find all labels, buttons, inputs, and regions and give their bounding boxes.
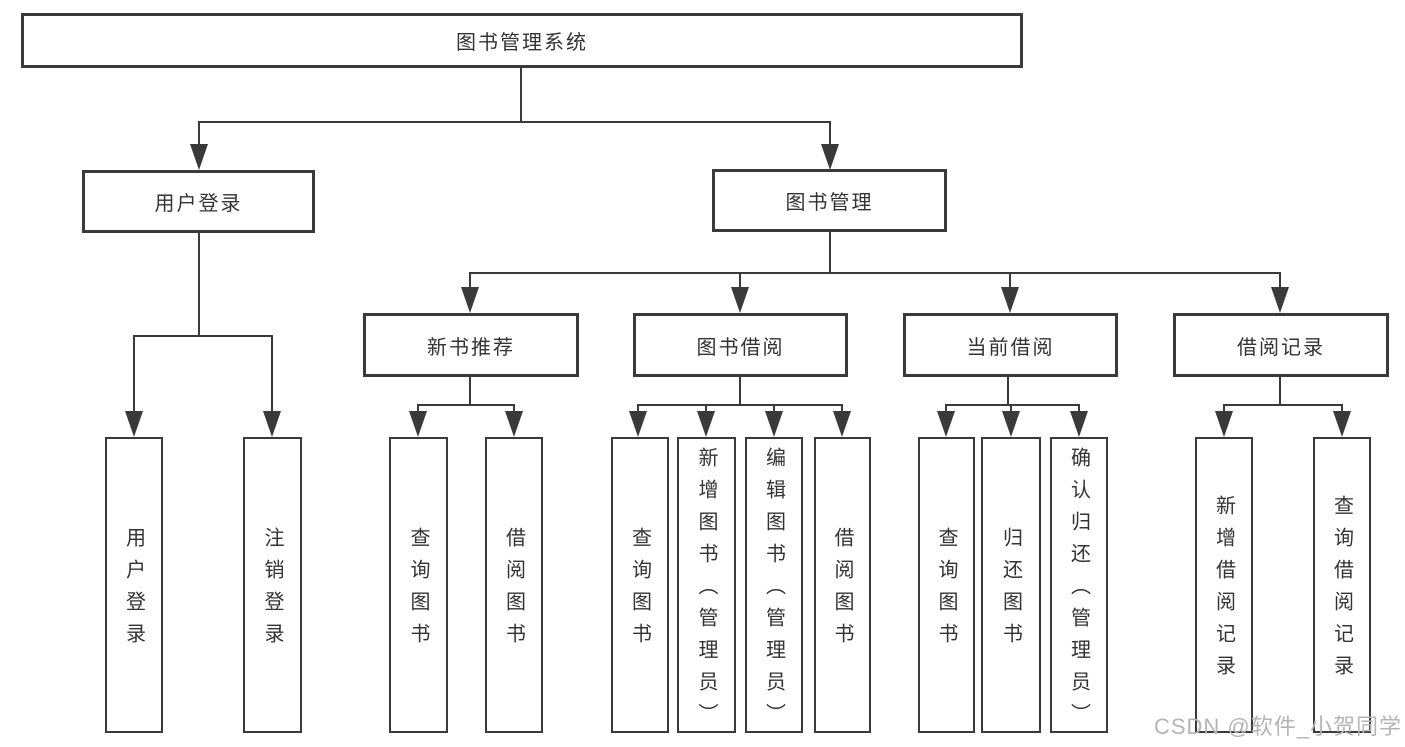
connector-drop [705,404,707,414]
connector-drop [513,404,515,414]
leaf-return-books: 归还图书 [981,437,1041,733]
arrow-down-icon [1271,287,1289,313]
arrow-down-icon [1215,411,1233,437]
leaf-label: 借阅图书 [831,527,853,655]
arrow-down-icon [1001,287,1019,313]
connector-drop [1078,404,1080,414]
leaf-logout: 注销登录 [243,437,302,733]
connector-rail [1223,404,1343,406]
leaf-label: 注销登录 [261,527,283,655]
connector-drop [637,404,639,414]
leaf-label: 确认归还（管理员） [1067,447,1090,735]
leaf-label: 归还图书 [999,527,1022,655]
connector-rail [417,404,515,406]
arrow-down-icon [833,411,851,437]
leaf-query-books-current: 查询图书 [918,437,975,733]
leaf-edit-books-admin: 编辑图书（管理员） [745,437,803,735]
connector-drop [417,404,419,414]
leaf-query-books-recommend: 查询图书 [389,437,448,733]
connector-book-mgmt-stem [829,232,831,273]
leaf-label: 新增借阅记录 [1212,495,1235,687]
connector-drop [1223,404,1225,414]
connector-drop [198,121,200,146]
node-label: 图书管理 [785,192,874,214]
connector-drop [829,121,831,146]
connector-book-mgmt-rail [469,272,1281,274]
connector-drop [945,404,947,414]
connector-stem [1007,377,1009,406]
connector-user-login-rail [133,335,273,337]
connector-root-rail [198,121,831,123]
arrow-down-icon [731,287,749,313]
arrow-down-icon [629,411,647,437]
leaf-label: 用户登录 [122,527,145,655]
connector-drop [841,404,843,414]
node-label: 图书管理系统 [456,32,588,54]
leaf-add-books-admin: 新增图书（管理员） [677,437,736,735]
arrow-down-icon [505,411,523,437]
connector-stem [469,377,471,406]
leaf-label: 查询图书 [935,527,957,655]
node-user-login: 用户登录 [82,170,315,233]
arrow-down-icon [190,144,208,170]
connector-rail [637,404,843,406]
node-label: 当前借阅 [966,336,1055,359]
csdn-watermark: CSDN @软件_小贺同学 [1153,714,1402,739]
node-label: 借阅记录 [1237,336,1325,359]
connector-stem [739,377,741,406]
arrow-down-icon [1070,411,1088,437]
connector-rail [945,404,1080,406]
arrow-down-icon [937,411,955,437]
arrow-down-icon [125,411,143,437]
leaf-label: 查询图书 [407,527,429,655]
arrow-down-icon [461,287,479,313]
leaf-add-borrow-record: 新增借阅记录 [1195,437,1253,733]
leaf-borrow-books: 借阅图书 [814,437,871,733]
leaf-label: 新增图书（管理员） [695,447,717,735]
arrow-down-icon [765,411,783,437]
connector-drop [1010,404,1012,414]
connector-drop [739,272,741,290]
node-library-management-system: 图书管理系统 [21,13,1023,68]
node-book-borrowing: 图书借阅 [633,313,848,377]
connector-stem [1279,377,1281,406]
connector-drop [1009,272,1011,290]
leaf-query-books-borrowing: 查询图书 [611,437,669,733]
leaf-label: 借阅图书 [502,527,525,655]
leaf-label: 查询图书 [628,527,651,655]
arrow-down-icon [697,411,715,437]
leaf-borrow-books-recommend: 借阅图书 [485,437,543,733]
node-current-borrowing: 当前借阅 [903,313,1118,377]
connector-drop [1279,272,1281,290]
leaf-label: 查询借阅记录 [1330,495,1353,687]
leaf-confirm-return-admin: 确认归还（管理员） [1050,437,1108,735]
node-borrowing-records: 借阅记录 [1173,313,1389,377]
leaf-query-borrow-record: 查询借阅记录 [1313,437,1371,733]
arrow-down-icon [409,411,427,437]
node-label: 用户登录 [154,193,243,215]
leaf-label: 编辑图书（管理员） [762,447,785,735]
arrow-down-icon [1333,411,1351,437]
connector-drop [773,404,775,414]
arrow-down-icon [821,144,839,170]
node-new-book-recommendation: 新书推荐 [363,313,579,377]
connector-drop [133,335,135,412]
arrow-down-icon [1002,411,1020,437]
arrow-down-icon [263,411,281,437]
connector-drop [1341,404,1343,414]
connector-drop [469,272,471,290]
node-label: 新书推荐 [427,336,515,359]
node-label: 图书借阅 [696,336,785,359]
node-book-management: 图书管理 [712,169,947,232]
connector-root-stem [520,68,522,122]
connector-drop [271,335,273,412]
connector-user-login-stem [198,233,200,336]
leaf-user-login: 用户登录 [105,437,163,733]
